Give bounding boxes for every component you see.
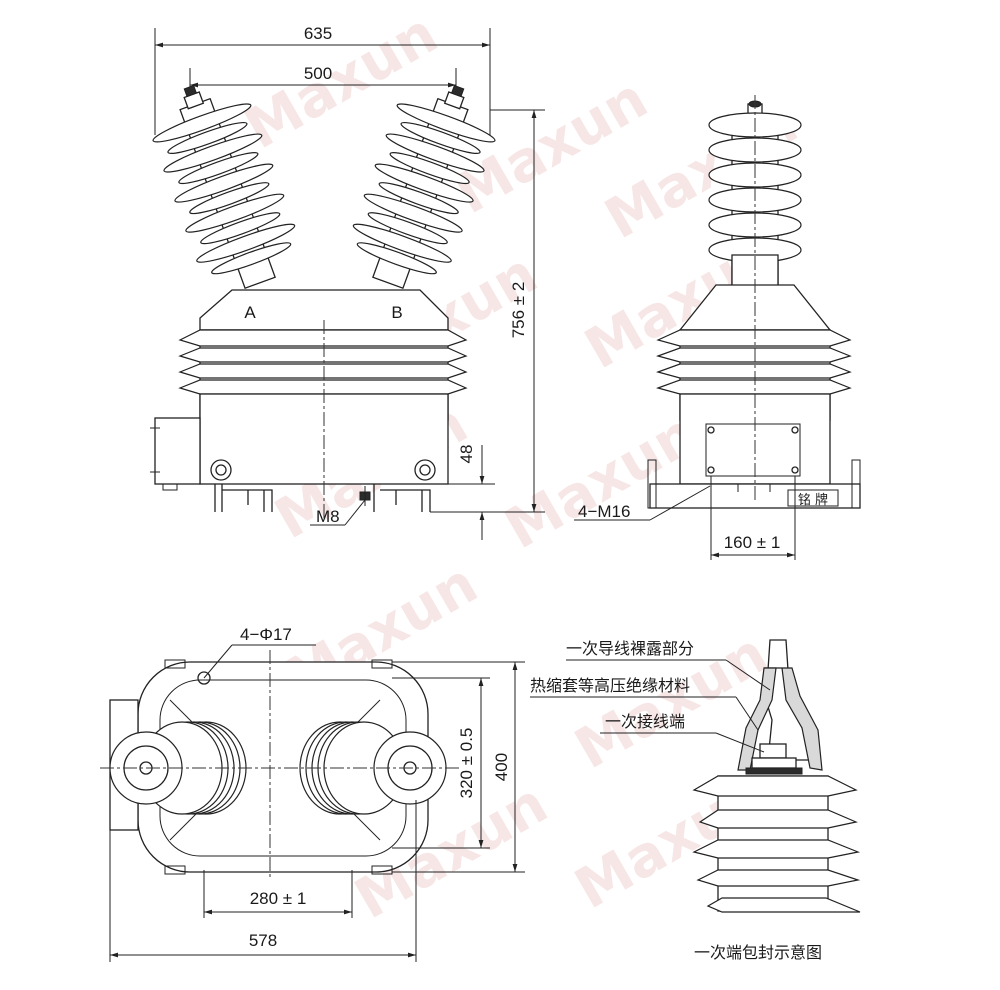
dim-578-label: 578 <box>249 931 277 950</box>
detail-caption: 一次端包封示意图 <box>694 943 822 962</box>
watermark-text: Maxun <box>235 1 449 162</box>
label-4phi17: 4−Φ17 <box>240 625 292 644</box>
front-view: 635 500 <box>150 24 545 540</box>
detail-view: 一次导线裸露部分 热缩套等高压绝缘材料 一次接线端 一次端包封示意图 <box>530 639 861 962</box>
dim-500-label: 500 <box>304 64 332 83</box>
terminal-b-label: B <box>391 303 402 322</box>
dim-48-label: 48 <box>457 445 476 464</box>
label-4m16: 4−M16 <box>578 502 630 521</box>
dim-756-label: 756 ± 2 <box>509 282 528 339</box>
nameplate-label: 铭 牌 <box>798 492 828 508</box>
insulator-left <box>152 84 296 289</box>
dim-400-label: 400 <box>492 753 511 781</box>
label-m8: M8 <box>316 507 340 526</box>
side-view: 铭 牌 4−M16 160 ± 1 <box>574 95 861 560</box>
dim-320-label: 320 ± 0.5 <box>457 728 476 799</box>
dim-635-label: 635 <box>304 24 332 43</box>
watermark-text: Maxun <box>495 401 709 562</box>
dim-160-label: 160 ± 1 <box>724 533 781 552</box>
insulator-right <box>352 84 496 289</box>
top-view: 4−Φ17 280 ± 1 578 320 ± 0.5 400 <box>100 625 525 962</box>
callout-insulation-material: 热缩套等高压绝缘材料 <box>530 676 690 695</box>
dim-280-label: 280 ± 1 <box>250 889 307 908</box>
terminal-a-label: A <box>244 303 256 322</box>
callout-exposed-conductor: 一次导线裸露部分 <box>566 639 694 658</box>
callout-primary-terminal: 一次接线端 <box>605 712 685 731</box>
